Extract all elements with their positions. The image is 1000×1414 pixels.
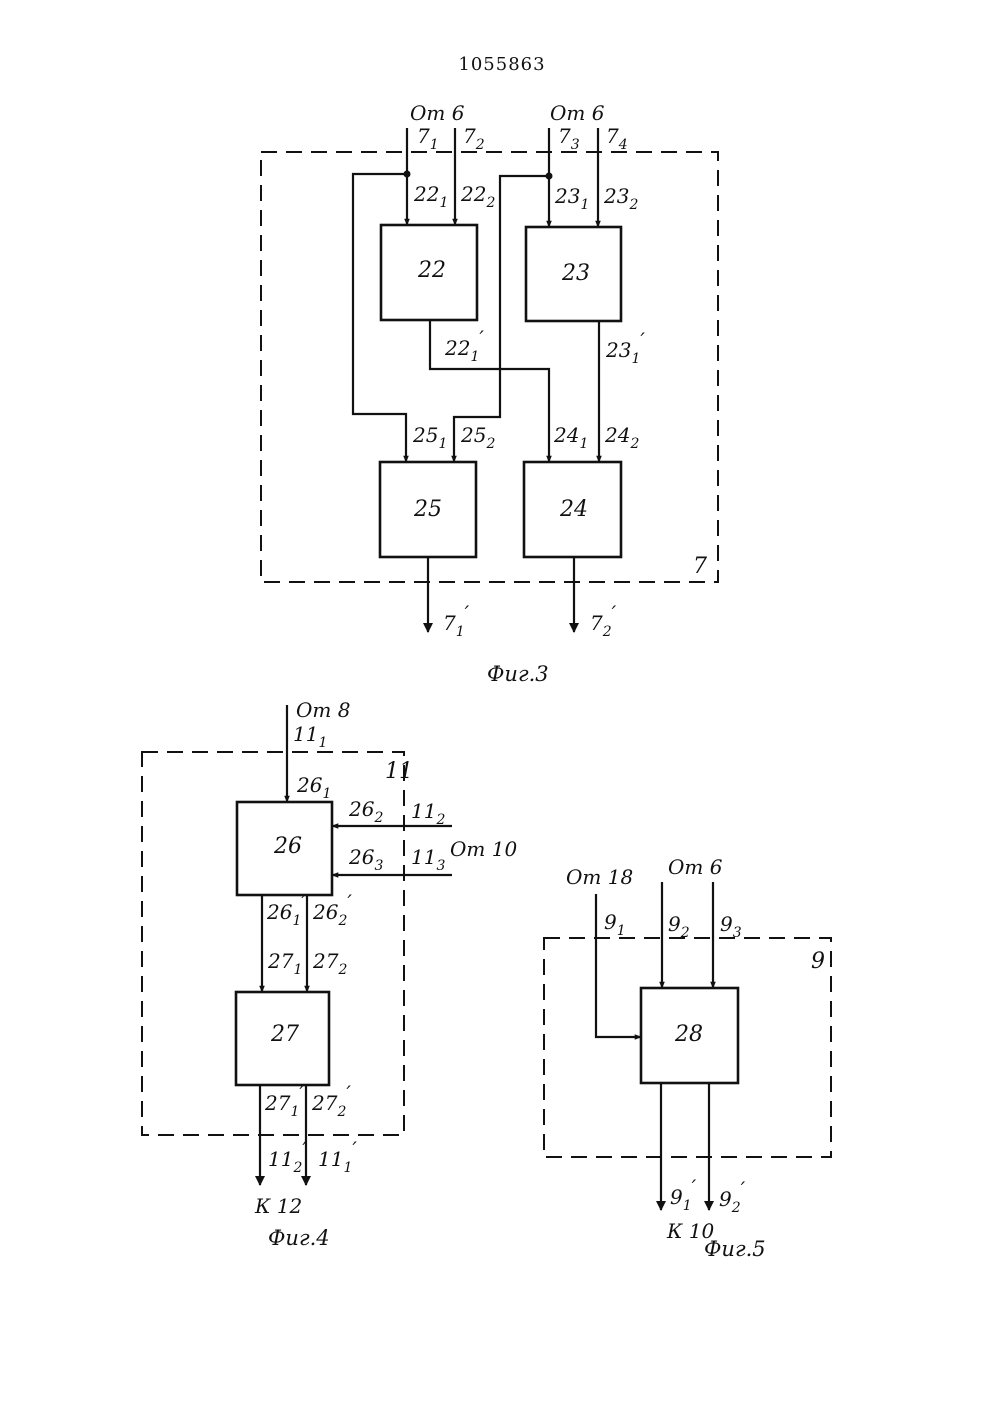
figure-3: 7 От 6 От 6 71 72 73 74 22 23 25 24 221 … — [261, 101, 718, 686]
label-27-2: 272 — [312, 949, 347, 978]
label-27-2-prime: 272′ — [311, 1081, 351, 1120]
input-7-4: 74 — [606, 124, 628, 153]
input-9-1: 91 — [604, 910, 626, 939]
block-7-boundary — [261, 152, 718, 582]
source-from-6-left: От 6 — [410, 101, 465, 125]
source-from-18: От 18 — [566, 865, 633, 889]
input-7-2: 72 — [463, 124, 485, 153]
box-26-label: 26 — [273, 834, 302, 859]
input-11-1: 111 — [293, 722, 327, 751]
label-26-1: 261 — [296, 773, 331, 802]
box-25-label: 25 — [413, 497, 442, 522]
output-11-2-prime: 112′ — [268, 1137, 307, 1176]
label-24-1: 241 — [553, 423, 588, 452]
source-from-10: От 10 — [450, 837, 517, 861]
label-22-1: 221 — [413, 182, 448, 211]
input-9-2: 92 — [668, 912, 690, 941]
box-27-label: 27 — [270, 1022, 299, 1047]
label-25-1: 251 — [412, 423, 447, 452]
source-from-8: От 8 — [296, 698, 350, 722]
label-23-1: 231 — [554, 184, 589, 213]
output-11-1-prime: 111′ — [318, 1137, 357, 1176]
box-22-label: 22 — [417, 258, 446, 283]
label-23-1-prime: 231′ — [605, 328, 645, 367]
source-from-6-right: От 6 — [550, 101, 605, 125]
arrow-9-1-to-28 — [596, 894, 641, 1037]
box-24-label: 24 — [559, 497, 588, 522]
figure-3-caption: Фиг.3 — [487, 662, 549, 686]
label-24-2: 242 — [604, 423, 639, 452]
label-11-3: 113 — [411, 845, 445, 874]
patent-number: 1055863 — [458, 54, 545, 75]
output-9-1-prime: 91′ — [670, 1175, 697, 1214]
source-from-6: От 6 — [668, 855, 723, 879]
input-7-3: 73 — [558, 124, 580, 153]
block-9-boundary — [544, 938, 831, 1157]
label-22-1-prime: 221′ — [444, 326, 484, 365]
box-28-label: 28 — [674, 1022, 703, 1047]
output-9-2-prime: 92′ — [719, 1177, 746, 1216]
figure-4: 11 От 8 111 26 27 261 262 112 263 113 От… — [142, 698, 517, 1250]
output-7-2-prime: 72′ — [590, 601, 617, 640]
figure-5: 9 От 18 От 6 91 92 93 28 91′ 92′ К 10 Фи… — [544, 855, 831, 1261]
label-11-2: 112 — [411, 799, 445, 828]
label-26-2: 262 — [348, 797, 383, 826]
label-22-2: 222 — [460, 182, 495, 211]
figure-5-caption: Фиг.5 — [704, 1237, 766, 1261]
label-25-2: 252 — [460, 423, 495, 452]
block-11-label: 11 — [385, 759, 413, 784]
label-23-2: 232 — [603, 184, 638, 213]
figure-4-caption: Фиг.4 — [268, 1226, 330, 1250]
label-27-1-prime: 271′ — [264, 1081, 304, 1120]
block-7-label: 7 — [693, 554, 707, 579]
label-27-1: 271 — [267, 949, 302, 978]
input-7-1: 71 — [417, 124, 439, 153]
block-9-label: 9 — [811, 949, 825, 974]
label-26-3: 263 — [348, 845, 383, 874]
destination-k-12: К 12 — [254, 1194, 302, 1218]
input-9-3: 93 — [720, 912, 742, 941]
output-7-1-prime: 71′ — [443, 601, 470, 640]
box-23-label: 23 — [561, 261, 590, 286]
